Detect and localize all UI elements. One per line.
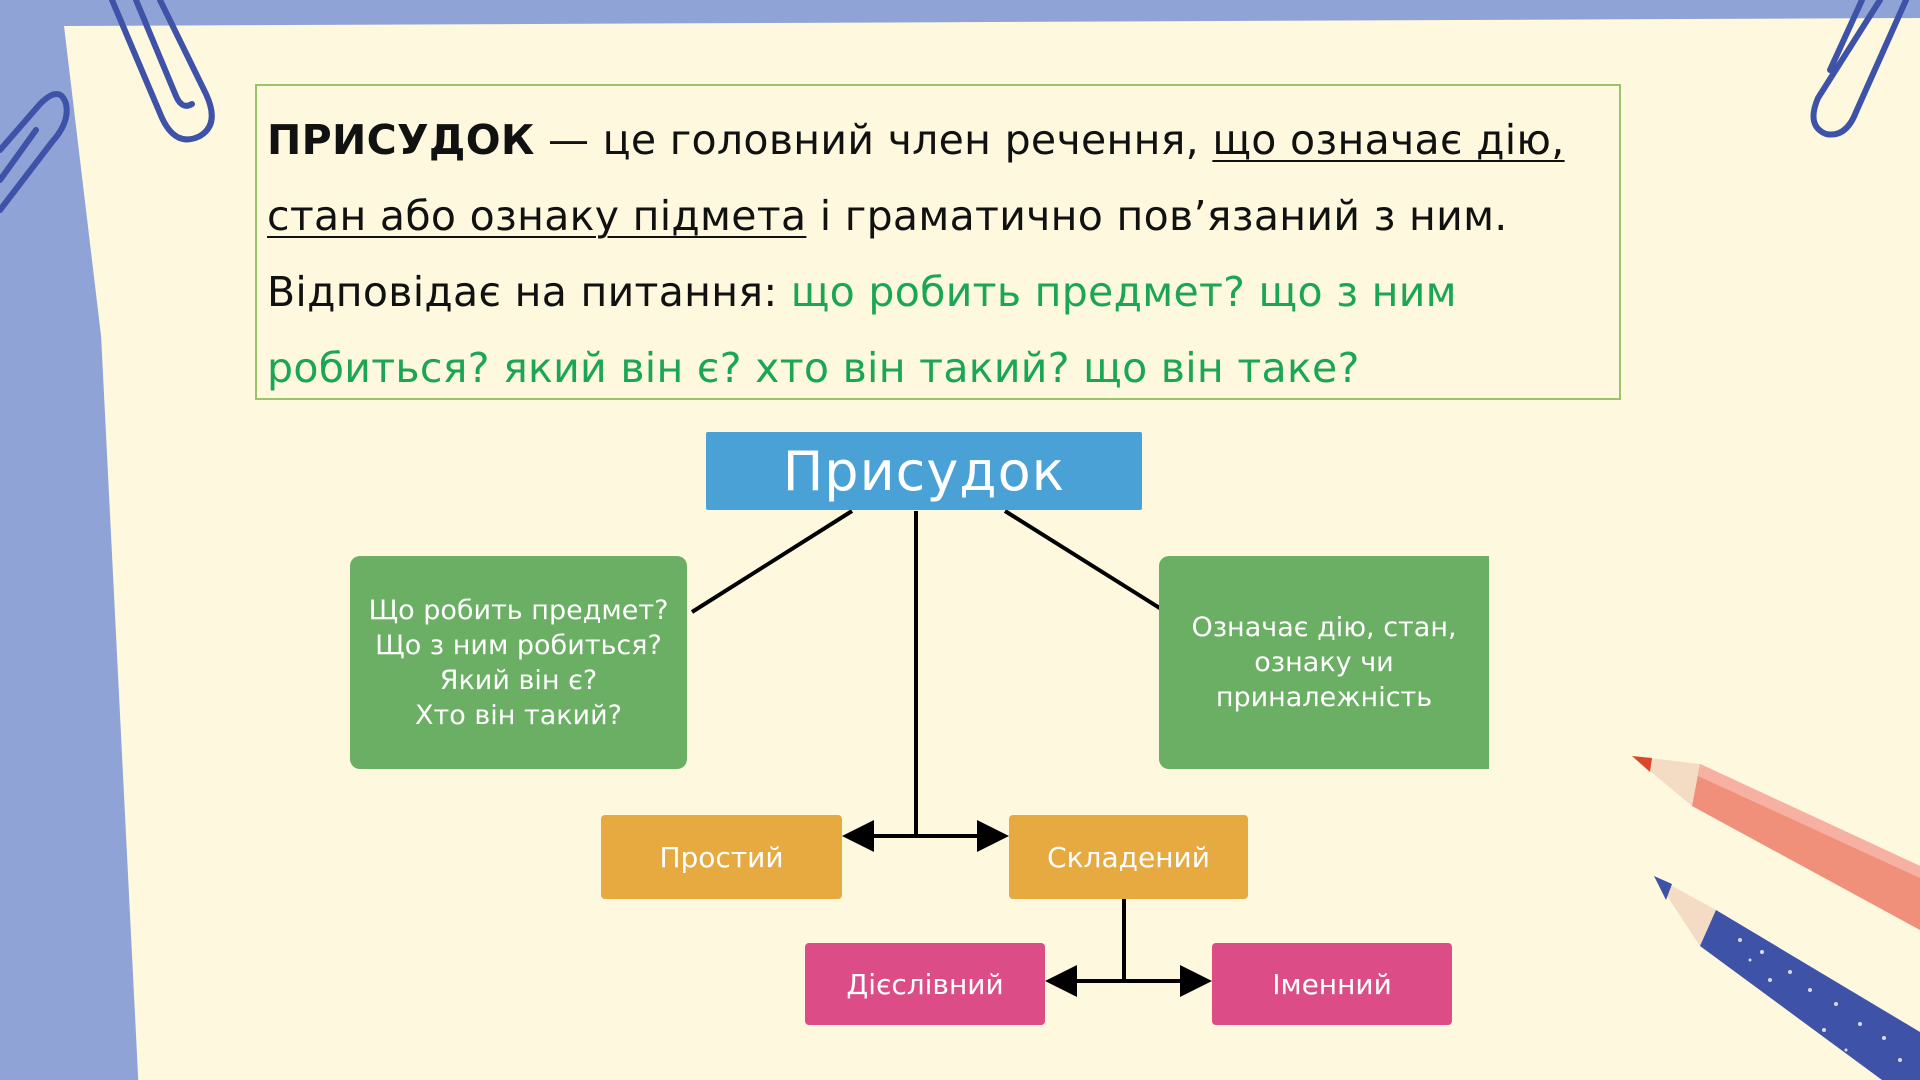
simple-node: Простий bbox=[601, 815, 842, 899]
paperclip-icon bbox=[0, 91, 70, 213]
paperclip-icon bbox=[1810, 0, 1909, 138]
connector-line bbox=[690, 509, 854, 614]
paper-sheet bbox=[64, 18, 1920, 1080]
nominal-node: Іменний bbox=[1212, 943, 1452, 1025]
compound-node: Складений bbox=[1009, 815, 1248, 899]
paperclip-icon bbox=[109, 0, 215, 143]
connector-line bbox=[1003, 509, 1168, 614]
question-intro: Відповідає на питання: bbox=[267, 268, 791, 316]
root-node: Присудок bbox=[706, 432, 1142, 510]
definition-underlined-text: що означає дію, стан або ознаку підмета bbox=[267, 116, 1565, 240]
questions-node: Що робить предмет? Що з ним робиться? Як… bbox=[350, 556, 687, 769]
pencil-icon bbox=[1632, 756, 1920, 930]
definition-box: ПРИСУДОК — це головний член речення, що … bbox=[255, 84, 1621, 400]
verbal-node: Дієслівний bbox=[805, 943, 1045, 1025]
definition-after-text: і граматично пов’язаний з ним. bbox=[806, 192, 1508, 240]
definition-paragraph: ПРИСУДОК — це головний член речення, що … bbox=[267, 102, 1617, 406]
meaning-node: Означає дію, стан, ознаку чи приналежніс… bbox=[1159, 556, 1489, 769]
pencil-icon bbox=[1654, 876, 1920, 1080]
questions-text: що робить предмет? що з ним робиться? як… bbox=[267, 268, 1457, 392]
definition-dash-text: — це головний член речення, bbox=[534, 116, 1213, 164]
definition-term: ПРИСУДОК bbox=[267, 116, 535, 164]
